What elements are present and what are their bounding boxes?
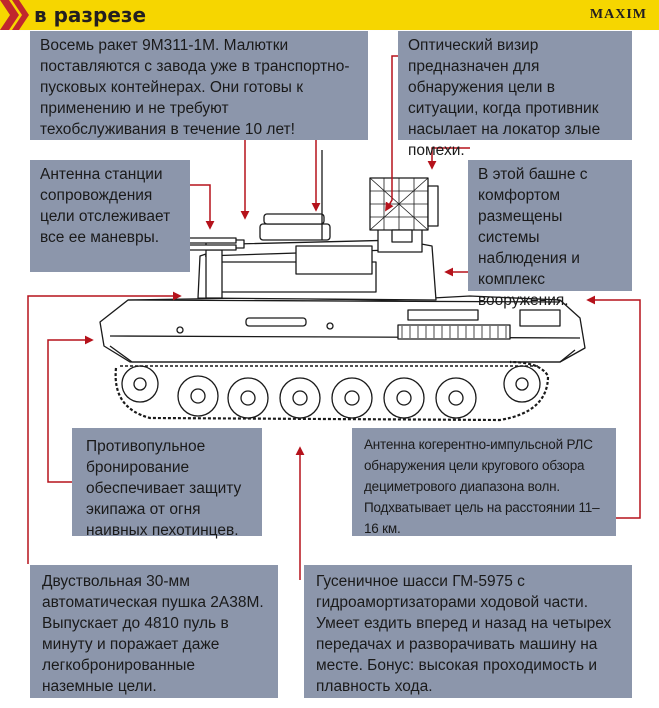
callout-optical-sight-text: Оптический визир предназначен для обнару… <box>408 37 601 159</box>
section-title: в разрезе <box>34 3 147 27</box>
callout-armor: Противопульное бронирование обеспечивает… <box>72 428 262 539</box>
callout-cannon: Двуствольная 30-мм автоматическая пушка … <box>30 565 278 698</box>
callout-chassis-text: Гусеничное шасси ГМ-5975 с гидроамортиза… <box>316 573 612 695</box>
callout-tracking-antenna-text: Антенна станции сопровождения цели отсле… <box>40 166 171 246</box>
section-header: в разрезе MAXIM <box>0 0 659 30</box>
callout-tracking-antenna: Антенна станции сопровождения цели отсле… <box>30 160 190 272</box>
chevron-arrow-icon <box>0 0 29 30</box>
callout-radar: Антенна когерентно-импульсной РЛС обнару… <box>352 428 616 536</box>
callout-cannon-text: Двуствольная 30-мм автоматическая пушка … <box>42 573 264 695</box>
callout-turret-text: В этой башне с комфортом размещены систе… <box>478 166 588 309</box>
callout-radar-text: Антенна когерентно-импульсной РЛС обнару… <box>364 437 600 536</box>
magazine-logo: MAXIM <box>589 7 647 22</box>
callout-optical-sight: Оптический визир предназначен для обнару… <box>398 31 632 159</box>
callout-turret: В этой башне с комфортом размещены систе… <box>468 160 632 309</box>
callout-missiles: Восемь ракет 9М311-1М. Малютки поставляю… <box>30 31 368 140</box>
callout-chassis: Гусеничное шасси ГМ-5975 с гидроамортиза… <box>304 565 632 698</box>
callout-missiles-text: Восемь ракет 9М311-1М. Малютки поставляю… <box>40 37 350 138</box>
callout-armor-text: Противопульное бронирование обеспечивает… <box>86 438 242 539</box>
